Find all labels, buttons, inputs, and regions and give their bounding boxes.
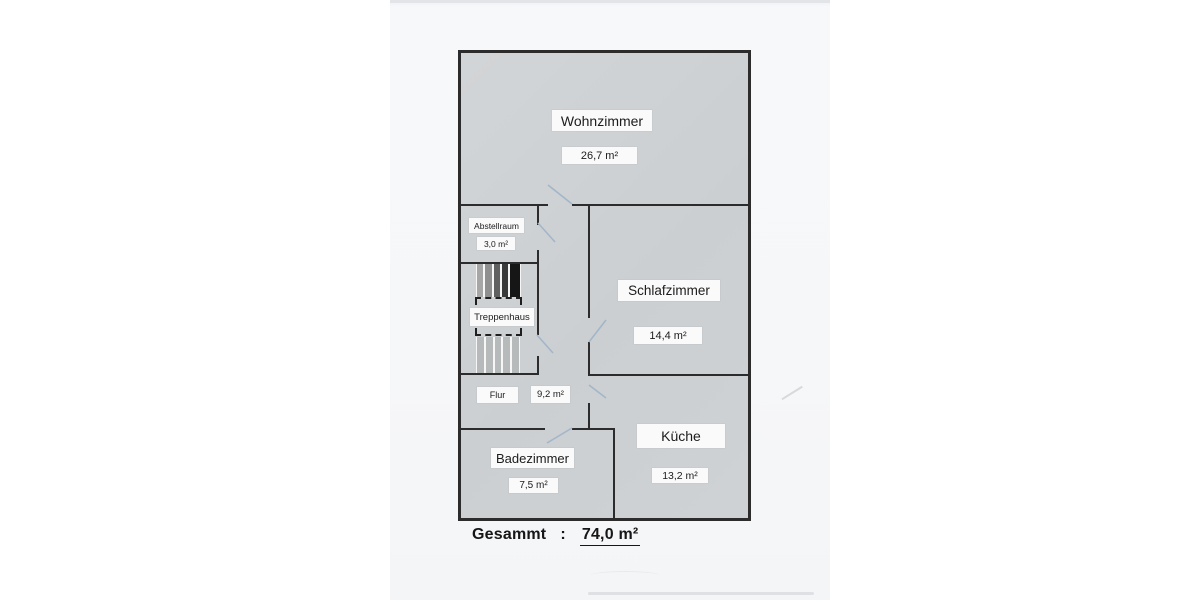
stair-tread <box>510 264 520 297</box>
total-label: Gesammt <box>472 526 547 543</box>
wall-wohnzimmer-bottom-left <box>461 204 548 206</box>
sheet-bottom-scan-edge <box>588 592 814 595</box>
door-swing-schlafzimmer <box>588 319 607 343</box>
wall-badezimmer-right <box>613 428 615 518</box>
label-abstellraum-name: Abstellraum <box>469 218 524 233</box>
wall-stairs-right-lower <box>537 356 539 373</box>
stair-tread <box>485 337 493 373</box>
stair-tread <box>502 264 509 297</box>
door-swing-kueche <box>588 384 607 399</box>
label-wohnzimmer-name: Wohnzimmer <box>552 110 652 131</box>
wall-badezimmer-top-right <box>572 428 615 430</box>
label-flur-name: Flur <box>477 387 518 403</box>
total-separator: : <box>560 526 566 543</box>
stairs-lower-flight <box>476 337 520 373</box>
door-swing-treppenhaus <box>536 334 554 354</box>
door-swing-abstellraum <box>537 222 556 243</box>
total-area-line: Gesammt : 74,0 m² <box>472 526 641 546</box>
wall-stairs-right-upper <box>537 262 539 335</box>
label-badezimmer-area: 7,5 m² <box>509 478 558 493</box>
label-kueche-name: Küche <box>637 424 725 448</box>
wall-schlafzimmer-left-lower <box>588 342 590 375</box>
stair-tread <box>477 264 484 297</box>
wall-kueche-left-nib <box>588 403 590 430</box>
label-kueche-area: 13,2 m² <box>652 468 708 483</box>
wall-badezimmer-top-left <box>461 428 545 430</box>
stairs-upper-flight <box>476 264 521 297</box>
door-swing-badezimmer <box>546 427 573 444</box>
label-flur-area: 9,2 m² <box>531 386 570 403</box>
total-value: 74,0 m² <box>579 526 641 546</box>
sheet-top-scan-edge <box>390 0 830 3</box>
stair-tread <box>493 264 501 297</box>
stair-tread <box>494 337 502 373</box>
wall-abstellraum-right-lower <box>537 250 539 262</box>
label-schlafzimmer-area: 14,4 m² <box>634 327 702 344</box>
stair-break-line-upper <box>475 297 522 299</box>
stair-tread <box>512 337 519 373</box>
label-treppenhaus-name: Treppenhaus <box>470 308 534 326</box>
wall-schlafzimmer-bottom <box>588 374 748 376</box>
door-swing-overlay <box>536 184 607 444</box>
stair-break-line-lower <box>475 334 522 336</box>
floor-plan: Wohnzimmer 26,7 m² Abstellraum 3,0 m² Tr… <box>458 50 751 521</box>
wall-schlafzimmer-left-upper <box>588 204 590 318</box>
wall-stairs-bottom <box>461 373 539 375</box>
label-wohnzimmer-area: 26,7 m² <box>562 147 637 164</box>
wall-stairs-top <box>461 262 539 264</box>
stair-tread <box>485 264 492 297</box>
scan-scratch-artifact <box>781 385 803 400</box>
stair-tread <box>477 337 484 373</box>
label-schlafzimmer-name: Schlafzimmer <box>618 280 720 301</box>
wall-abstellraum-right-upper <box>537 204 539 225</box>
door-swing-wohnzimmer <box>547 184 573 205</box>
wall-wohnzimmer-bottom-right <box>572 204 748 206</box>
stair-tread <box>503 337 511 373</box>
scan-smudge-artifact <box>590 571 660 580</box>
label-abstellraum-area: 3,0 m² <box>477 237 515 250</box>
label-badezimmer-name: Badezimmer <box>491 448 574 468</box>
